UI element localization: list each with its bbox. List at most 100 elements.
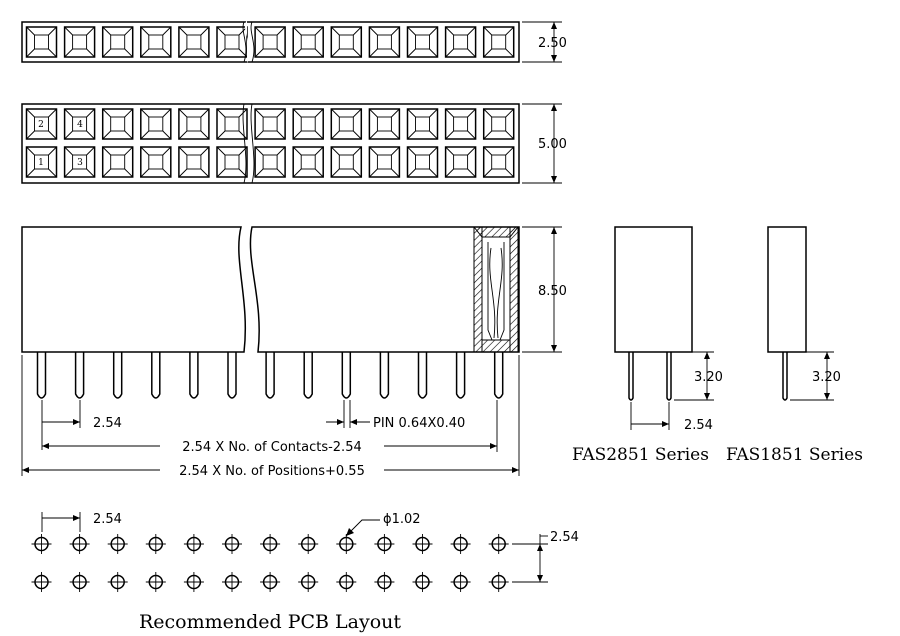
contact-cell (368, 26, 401, 58)
side-pitch-label: 2.54 (684, 418, 713, 433)
front-view-pins (36, 352, 504, 399)
pin-tail (265, 352, 275, 399)
pcb-hole (450, 572, 471, 592)
contact-cell (368, 108, 401, 140)
contact-cell (216, 108, 248, 140)
contact-cell (25, 108, 58, 140)
body-height-label: 8.50 (538, 284, 567, 299)
contact-cell (254, 108, 286, 140)
pcb-hole (145, 534, 166, 554)
pin-tail (112, 352, 123, 399)
double-row-height-label: 5.00 (538, 137, 567, 152)
pin-tail (36, 352, 47, 399)
pin-tail (493, 352, 504, 399)
side-view-fas2851: 3.20 2.54 FAS2851 Series (572, 226, 723, 465)
contact-cell (254, 146, 286, 178)
front-view (21, 226, 520, 399)
contact-cell (330, 108, 363, 140)
contact-cell (178, 108, 210, 140)
series-label-fas1851: FAS1851 Series (726, 445, 863, 465)
contact-cell (63, 146, 96, 178)
pcb-hole (31, 534, 52, 554)
single-row-height-label: 2.50 (538, 36, 567, 51)
pcb-hole (222, 572, 242, 592)
pitch-label: 2.54 (93, 416, 122, 431)
pcb-hole (298, 534, 319, 554)
pcb-holes (31, 534, 509, 592)
pin-tail (455, 352, 466, 399)
pin-number-4: 4 (77, 120, 83, 130)
body-height-dimension: 8.50 (522, 226, 567, 353)
contacts-formula-label: 2.54 X No. of Contacts-2.54 (182, 440, 361, 455)
pcb-hole (374, 572, 395, 592)
contact-cell (216, 146, 248, 178)
pin-number-1: 1 (38, 158, 44, 168)
double-row-contacts (25, 108, 515, 178)
pcb-hole (183, 534, 204, 554)
pcb-hole (412, 572, 433, 592)
pin-tail (379, 352, 390, 399)
contact-cell (140, 26, 172, 58)
pcb-hole (107, 534, 128, 554)
pcb-hole (260, 572, 281, 592)
pcb-layout: 2.54 ϕ1.02 2.54 Recommended PCB Layout (31, 512, 579, 633)
single-row-top-view (21, 20, 520, 64)
contact-cell (292, 108, 324, 140)
pin-tail (417, 352, 428, 399)
pcb-layout-title: Recommended PCB Layout (139, 611, 401, 633)
pcb-hole (107, 572, 128, 592)
pin-tail (227, 352, 237, 399)
contact-cell (406, 146, 439, 178)
pin-tail (151, 352, 161, 399)
contact-cell (178, 26, 210, 58)
contact-cell (330, 146, 363, 178)
positions-formula-label: 2.54 X No. of Positions+0.55 (179, 464, 365, 479)
pcb-hole (488, 534, 509, 554)
contact-cell (292, 26, 324, 58)
side-view-fas1851: 3.20 FAS1851 Series (726, 226, 863, 465)
contact-cell (140, 146, 172, 178)
contact-cell (140, 108, 172, 140)
contact-cell (25, 26, 58, 58)
pin-number-3: 3 (77, 158, 83, 168)
contact-cell (25, 146, 58, 178)
contact-cell (101, 26, 134, 58)
contact-cell (444, 108, 477, 140)
pcb-pitch-v-label: 2.54 (550, 530, 579, 545)
contact-cell (330, 26, 363, 58)
pin-tail (189, 352, 199, 399)
pcb-hole (336, 572, 357, 592)
pcb-hole (69, 572, 90, 592)
contact-cell (482, 26, 515, 58)
series-label-fas2851: FAS2851 Series (572, 445, 709, 465)
contact-cell (178, 146, 210, 178)
pin-tail (74, 352, 85, 399)
contact-cell (444, 146, 477, 178)
pcb-hole (488, 572, 509, 592)
pcb-hole (260, 534, 281, 554)
contact-cell (101, 146, 134, 178)
tail-length-label-b: 3.20 (812, 370, 841, 385)
single-row-contacts (25, 26, 515, 58)
hole-diameter-label: ϕ1.02 (383, 512, 421, 527)
pin-number-2: 2 (38, 120, 44, 130)
pcb-hole (298, 572, 319, 592)
pcb-hole (69, 534, 90, 554)
contact-cell (368, 146, 401, 178)
contact-cell (406, 108, 439, 140)
tail-length-label-a: 3.20 (694, 370, 723, 385)
double-row-top-view: 2 4 1 3 (21, 103, 520, 184)
pcb-hole (374, 534, 395, 554)
contact-cell (63, 26, 96, 58)
contact-cell (101, 108, 134, 140)
pin-tail (341, 352, 352, 399)
contact-cell (63, 108, 96, 140)
contact-cell (482, 108, 515, 140)
pin-tail (303, 352, 313, 399)
pcb-hole (145, 572, 166, 592)
pcb-hole (450, 534, 471, 554)
contact-cell (444, 26, 477, 58)
contact-cell (482, 146, 515, 178)
pcb-hole (183, 572, 204, 592)
